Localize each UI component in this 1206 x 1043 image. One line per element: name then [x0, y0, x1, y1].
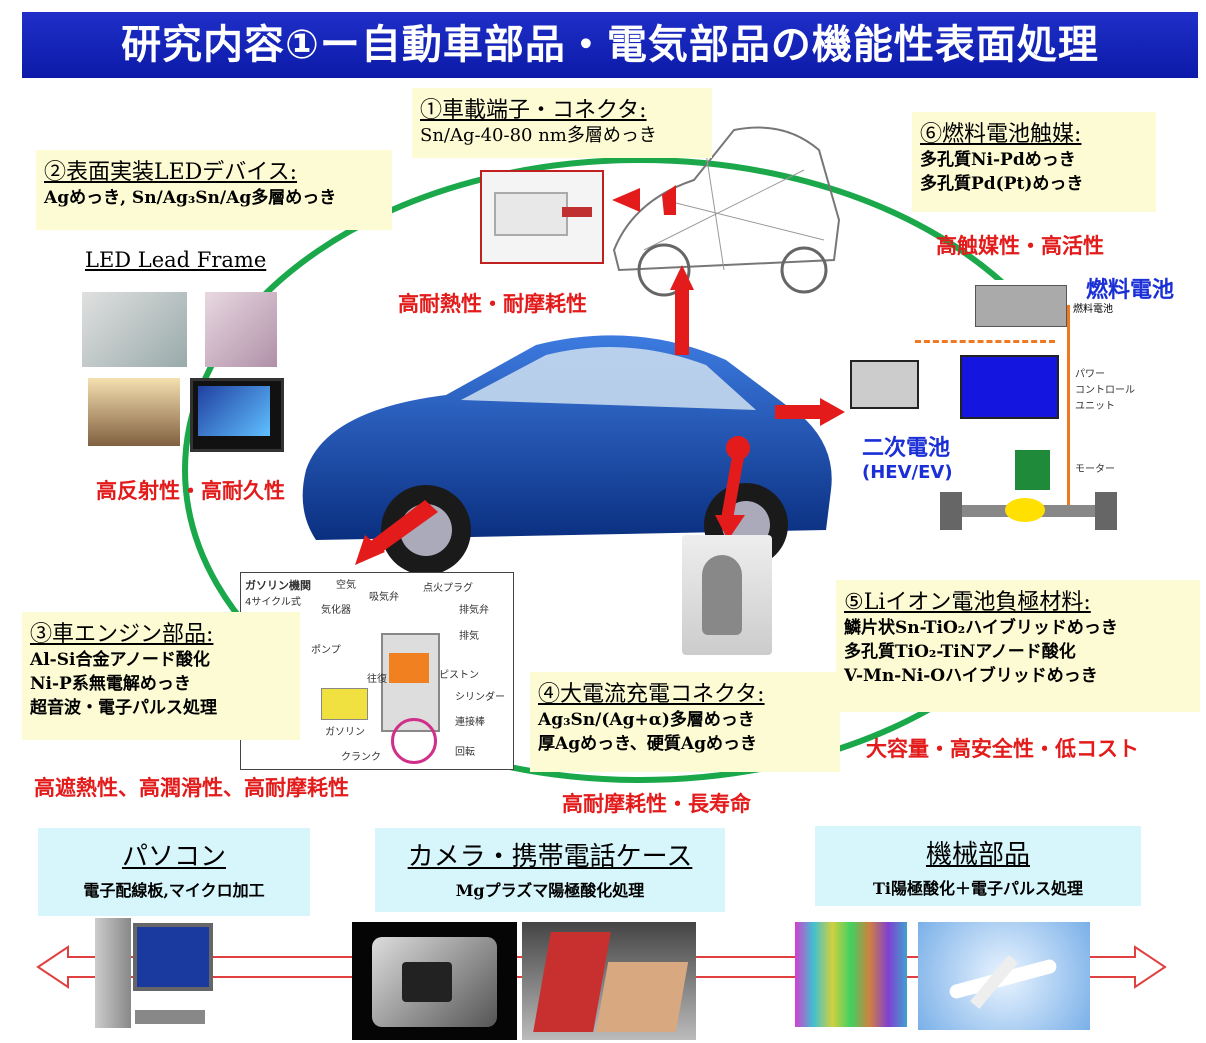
tv-image — [190, 378, 284, 452]
bottom-camera-line: Mgプラズマ陽極酸化処理 — [455, 881, 645, 900]
item-fuelcell-line-1: 多孔質Ni-Pdめっき — [920, 150, 1076, 170]
bottom-machine: 機械部品 Ti陽極酸化＋電子パルス処理 — [815, 826, 1141, 906]
engine-label-reciprocate: 往復 — [367, 674, 387, 685]
prop-engine: 高遮熱性、高潤滑性、高耐摩耗性 — [34, 776, 349, 800]
pcu-label-2: コントロール — [1075, 385, 1135, 396]
prop-connector: 高耐熱性・耐摩耗性 — [398, 292, 587, 316]
item-fuelcell-heading: ⑥燃料電池触媒: — [920, 122, 1082, 147]
engine-title: ガソリン機関 — [245, 579, 311, 592]
item-engine: ③車エンジン部品: Al-Si合金アノード酸化 Ni-P系無電解めっき 超音波・… — [22, 612, 300, 740]
engine-label-cylinder: シリンダー — [455, 692, 505, 703]
engine-label-crank: クランク — [341, 752, 381, 763]
engine-label-carburetor: 気化器 — [321, 605, 351, 616]
prop-liion: 大容量・高安全性・低コスト — [866, 737, 1139, 761]
item-connector-heading: ①車載端子・コネクタ: — [420, 98, 647, 123]
wireframe-car-image — [612, 126, 841, 297]
item-engine-line-1: Al-Si合金アノード酸化 — [30, 650, 210, 670]
engine-label-air: 空気 — [336, 580, 356, 591]
engine-label-rotation: 回転 — [455, 747, 475, 758]
pcu-label-1: パワー — [1075, 369, 1105, 380]
item-charge-heading: ④大電流充電コネクタ: — [538, 682, 765, 707]
led-frame-label: LED Lead Frame — [85, 248, 267, 272]
item-liion-heading: ⑤Liイオン電池負極材料: — [844, 590, 1091, 615]
prop-fuelcell: 高触媒性・高活性 — [936, 234, 1104, 258]
page-title: 研究内容①ー自動車部品・電気部品の機能性表面処理 — [22, 12, 1198, 78]
connector-image — [480, 170, 604, 264]
bottom-pc-line: 電子配線板,マイクロ加工 — [83, 881, 265, 900]
bottom-machine-line: Ti陽極酸化＋電子パルス処理 — [873, 879, 1083, 898]
led-package-image — [205, 292, 277, 367]
item-charge-line-1: Ag₃Sn/(Ag+α)多層めっき — [538, 710, 755, 730]
item-charge-line-2: 厚Agめっき、硬質Agめっき — [538, 734, 757, 754]
fuel-cell-label: 燃料電池 — [1086, 278, 1175, 303]
ti-rods-image — [795, 922, 907, 1027]
engine-label-exhaust-valve: 排気弁 — [459, 605, 489, 616]
item-connector-line: Sn/Ag-40-80 nm多層めっき — [420, 125, 657, 146]
engine-label-plug: 点火プラグ — [423, 583, 473, 594]
tank-label: 燃料電池 — [1073, 304, 1113, 315]
item-engine-line-2: Ni-P系無電解めっき — [30, 674, 191, 694]
item-liion-line-2: 多孔質TiO₂-TiNアノード酸化 — [844, 642, 1076, 662]
item-liion-line-1: 鱗片状Sn-TiO₂ハイブリッドめっき — [844, 618, 1118, 638]
item-led-line: Agめっき, Sn/Ag₃Sn/Ag多層めっき — [44, 188, 337, 208]
battery-label: 二次電池 — [862, 436, 951, 461]
item-fuelcell: ⑥燃料電池触媒: 多孔質Ni-Pdめっき 多孔質Pd(Pt)めっき — [912, 112, 1156, 212]
engine-subtitle: 4サイクル式 — [245, 597, 301, 608]
cabin-light-image — [88, 378, 180, 446]
engine-label-piston: ピストン — [439, 670, 479, 681]
charger-image — [682, 535, 772, 655]
item-led: ②表面実装LEDデバイス: Agめっき, Sn/Ag₃Sn/Ag多層めっき — [36, 150, 392, 230]
prop-charge: 高耐摩耗性・長寿命 — [562, 792, 751, 816]
bottom-machine-heading: 機械部品 — [925, 840, 1030, 870]
fuel-cell-diagram: 燃料電池 パワー コントロール ユニット モーター — [845, 280, 1155, 580]
motor-label: モーター — [1075, 464, 1115, 475]
computer-image — [95, 918, 213, 1038]
item-engine-heading: ③車エンジン部品: — [30, 622, 214, 647]
airplane-image — [918, 922, 1090, 1030]
bottom-camera: カメラ・携帯電話ケース Mgプラズマ陽極酸化処理 — [375, 828, 725, 912]
camera-image — [352, 922, 517, 1040]
phone-case-image — [522, 922, 696, 1040]
bottom-camera-heading: カメラ・携帯電話ケース — [407, 842, 693, 872]
item-led-heading: ②表面実装LEDデバイス: — [44, 160, 298, 185]
engine-label-rod: 連接棒 — [455, 717, 485, 728]
item-fuelcell-line-2: 多孔質Pd(Pt)めっき — [920, 174, 1084, 194]
bottom-pc: パソコン 電子配線板,マイクロ加工 — [38, 828, 310, 916]
item-liion: ⑤Liイオン電池負極材料: 鱗片状Sn-TiO₂ハイブリッドめっき 多孔質TiO… — [836, 580, 1200, 712]
engine-label-intake: 吸気弁 — [369, 592, 399, 603]
item-charge: ④大電流充電コネクタ: Ag₃Sn/(Ag+α)多層めっき 厚Agめっき、硬質A… — [530, 672, 840, 772]
bottom-pc-heading: パソコン — [121, 842, 226, 872]
engine-label-exhaust: 排気 — [459, 631, 479, 642]
battery-sub-label: (HEV/EV) — [862, 462, 953, 483]
item-engine-line-3: 超音波・電子パルス処理 — [30, 698, 217, 718]
prop-led: 高反射性・高耐久性 — [96, 479, 285, 503]
item-connector: ①車載端子・コネクタ: Sn/Ag-40-80 nm多層めっき — [412, 88, 712, 158]
led-frame-image — [82, 292, 187, 367]
arrow-to-connector — [662, 185, 676, 215]
engine-label-gasoline: ガソリン — [325, 727, 365, 738]
pcu-label-3: ユニット — [1075, 401, 1115, 412]
item-liion-line-3: V-Mn-Ni-Oハイブリッドめっき — [844, 666, 1098, 686]
engine-label-pump: ポンプ — [311, 645, 341, 656]
